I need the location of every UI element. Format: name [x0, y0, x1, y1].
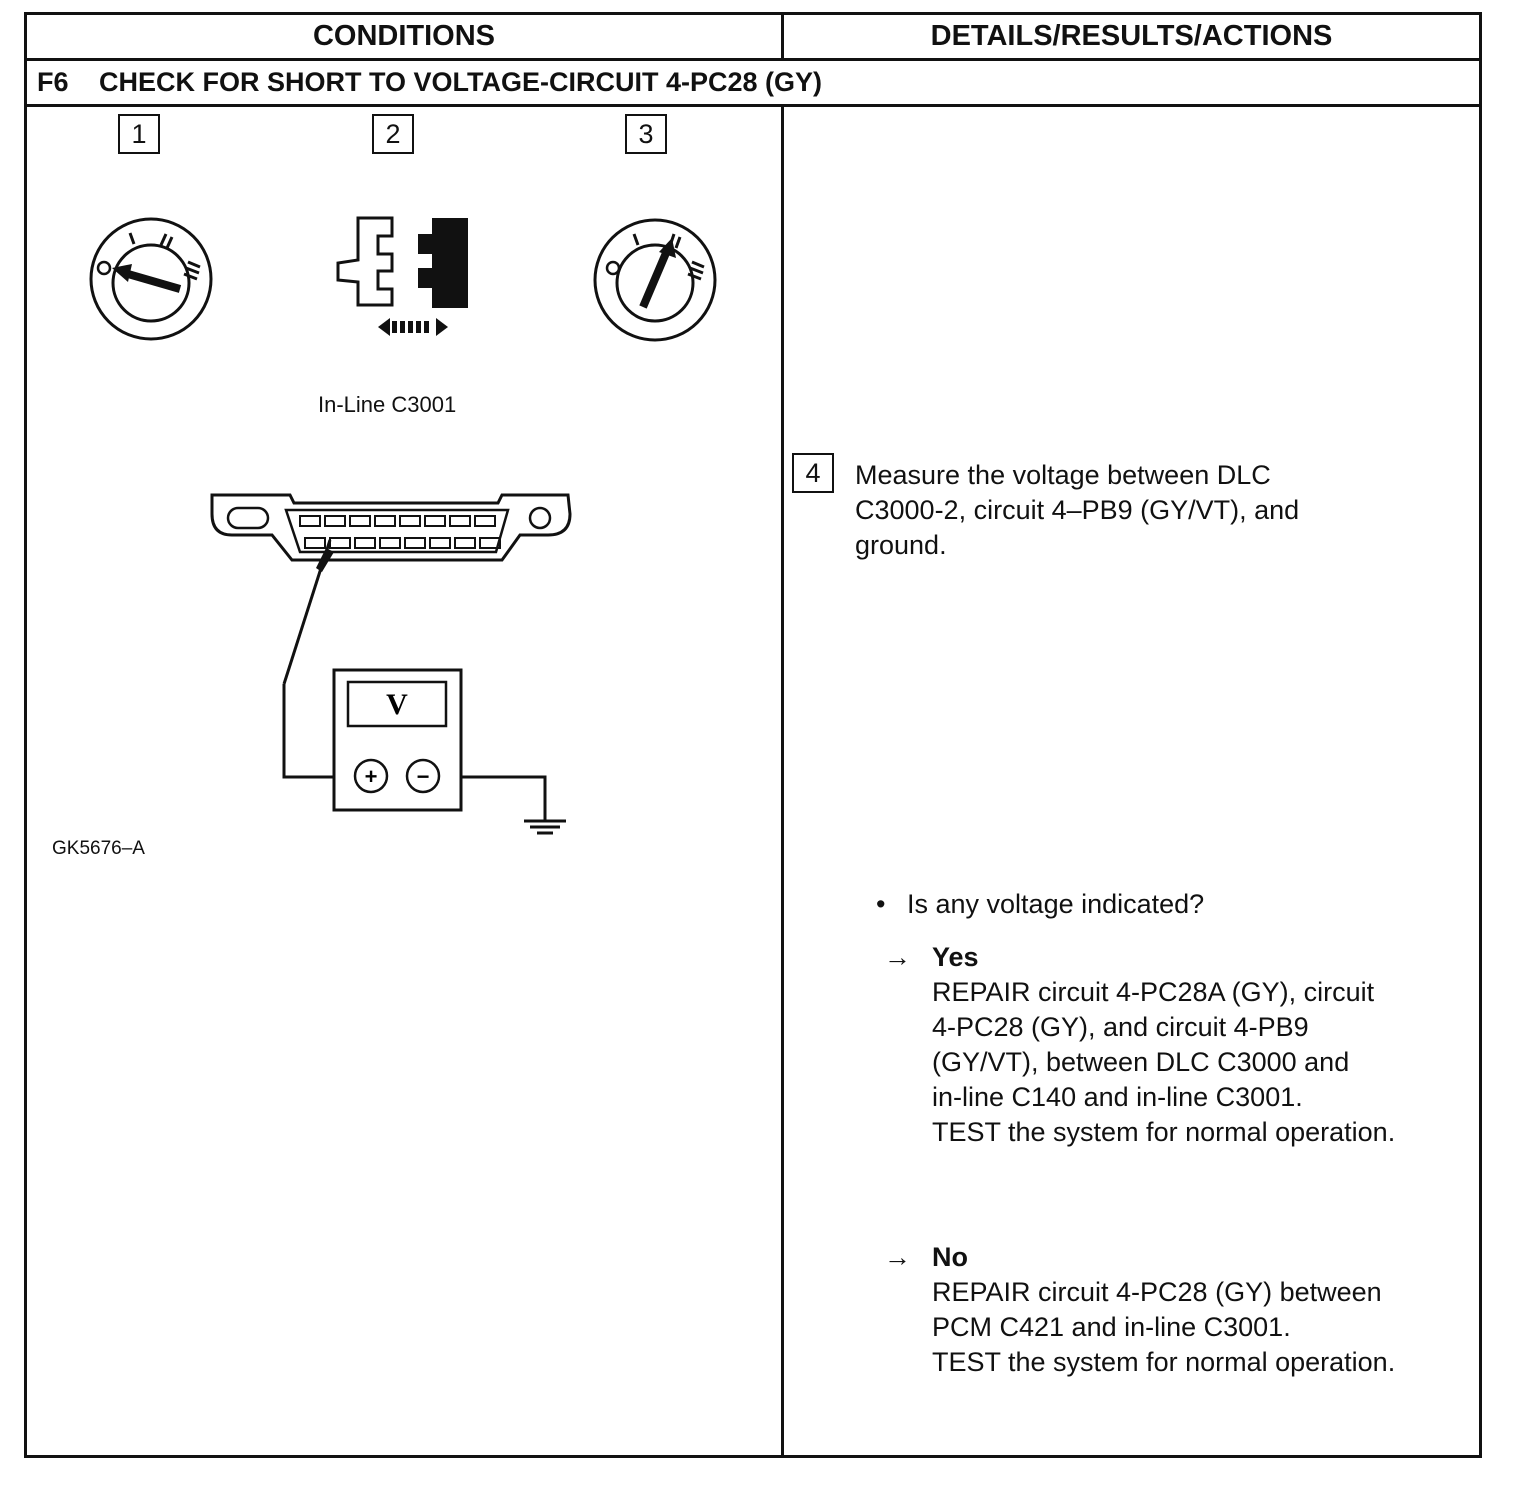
- step-3-box: 3: [625, 114, 667, 154]
- ignition-run-icon: [593, 218, 717, 342]
- minus-terminal: −: [417, 764, 430, 789]
- diagnostic-table: CONDITIONS DETAILS/RESULTS/ACTIONS F6 CH…: [24, 12, 1482, 1458]
- dlc-connector-icon: [210, 493, 572, 562]
- plus-terminal: +: [365, 764, 378, 789]
- conditions-header: CONDITIONS: [27, 15, 784, 61]
- connector-disconnect-icon: [336, 216, 468, 336]
- no-label: No: [932, 1242, 968, 1272]
- test-id: F6: [37, 67, 69, 97]
- details-header: DETAILS/RESULTS/ACTIONS: [784, 15, 1479, 61]
- voltmeter-icon: V + −: [332, 668, 463, 812]
- test-title: CHECK FOR SHORT TO VOLTAGE-CIRCUIT 4-PC2…: [99, 67, 823, 97]
- step-4-box: 4: [792, 453, 834, 493]
- meter-symbol: V: [386, 688, 408, 721]
- yes-action: REPAIR circuit 4-PC28A (GY), circuit 4-P…: [932, 977, 1396, 1147]
- ignition-off-icon: [89, 217, 213, 341]
- connector-caption: In-Line C3001: [318, 392, 457, 417]
- column-divider: [781, 107, 784, 1455]
- yes-label: Yes: [932, 942, 979, 972]
- test-lead: [282, 539, 547, 820]
- test-title-row: F6 CHECK FOR SHORT TO VOLTAGE-CIRCUIT 4-…: [27, 61, 1479, 107]
- step-1-box: 1: [118, 114, 160, 154]
- no-action: REPAIR circuit 4-PC28 (GY) between PCM C…: [932, 1277, 1396, 1377]
- no-arrow: →: [884, 1242, 911, 1272]
- figure-id: GK5676–A: [52, 838, 145, 859]
- question-bullet: •: [876, 889, 886, 919]
- yes-arrow: →: [884, 942, 911, 972]
- question-text: Is any voltage indicated?: [907, 889, 1205, 919]
- step-2-box: 2: [372, 114, 414, 154]
- step-4-instruction: Measure the voltage between DLC C3000-2,…: [855, 460, 1300, 560]
- ground-icon: [524, 819, 566, 835]
